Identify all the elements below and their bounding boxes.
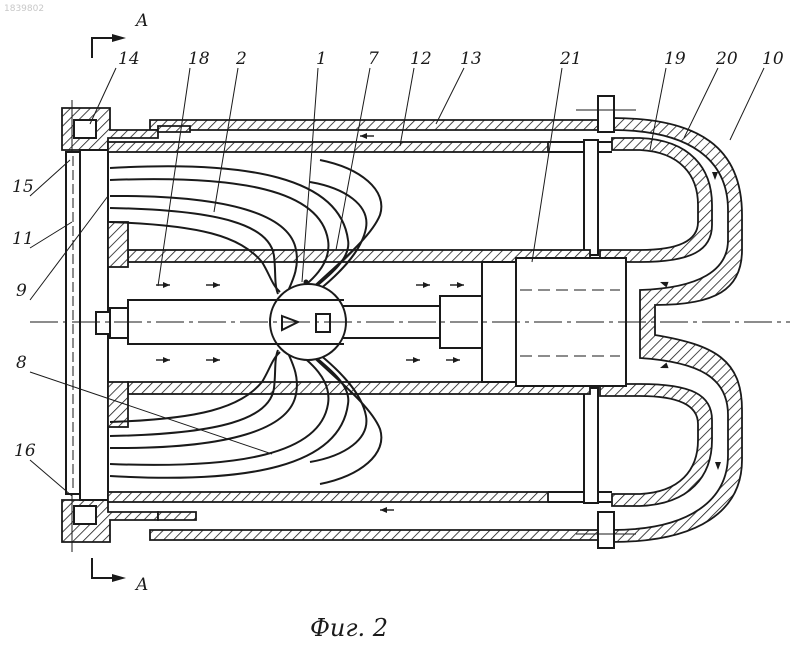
flow-arrow-head — [453, 357, 460, 363]
document-number: 1839802 — [4, 4, 44, 14]
flow-arrow-head — [163, 357, 170, 363]
label-16: 16 — [14, 441, 36, 461]
section-mark-bottom: A — [92, 558, 148, 595]
label-19: 19 — [664, 49, 686, 69]
flow-arrow-head — [213, 282, 220, 288]
label-10: 10 — [762, 49, 784, 69]
flow-arrow-head — [380, 507, 387, 513]
flow-arrow-head — [457, 282, 464, 288]
figure-caption: Фиг. 2 — [310, 614, 388, 642]
flow-arrow-head — [163, 282, 170, 288]
section-letter-bottom: A — [134, 575, 148, 595]
label-20: 20 — [715, 49, 738, 69]
label-11: 11 — [12, 229, 34, 249]
flow-arrow-head — [413, 357, 420, 363]
nut-left — [96, 312, 110, 334]
seal-14 — [74, 120, 96, 138]
bend-flow-arrow — [715, 462, 721, 470]
label-8: 8 — [16, 353, 27, 373]
bend-flow-arrow — [659, 279, 669, 287]
flow-arrow-head — [360, 133, 367, 139]
section-letter-top: A — [134, 11, 148, 31]
label-1: 1 — [316, 49, 327, 69]
label-7: 7 — [368, 49, 379, 69]
reference-labels: 14 18 2 1 7 12 13 21 19 20 10 15 11 9 8 … — [12, 49, 784, 496]
label-2: 2 — [235, 49, 247, 69]
label-13: 13 — [460, 49, 482, 69]
lamp-1 — [270, 280, 346, 361]
label-21: 21 — [559, 49, 582, 69]
flow-arrow-head — [423, 282, 430, 288]
bend-flow-arrow — [712, 172, 718, 180]
label-14: 14 — [118, 49, 140, 69]
seal-16 — [74, 506, 96, 524]
label-18: 18 — [188, 49, 210, 69]
label-9: 9 — [16, 281, 27, 301]
flow-arrow-head — [213, 357, 220, 363]
bend-flow-arrow — [659, 362, 669, 370]
label-12: 12 — [410, 49, 432, 69]
label-15: 15 — [12, 177, 34, 197]
